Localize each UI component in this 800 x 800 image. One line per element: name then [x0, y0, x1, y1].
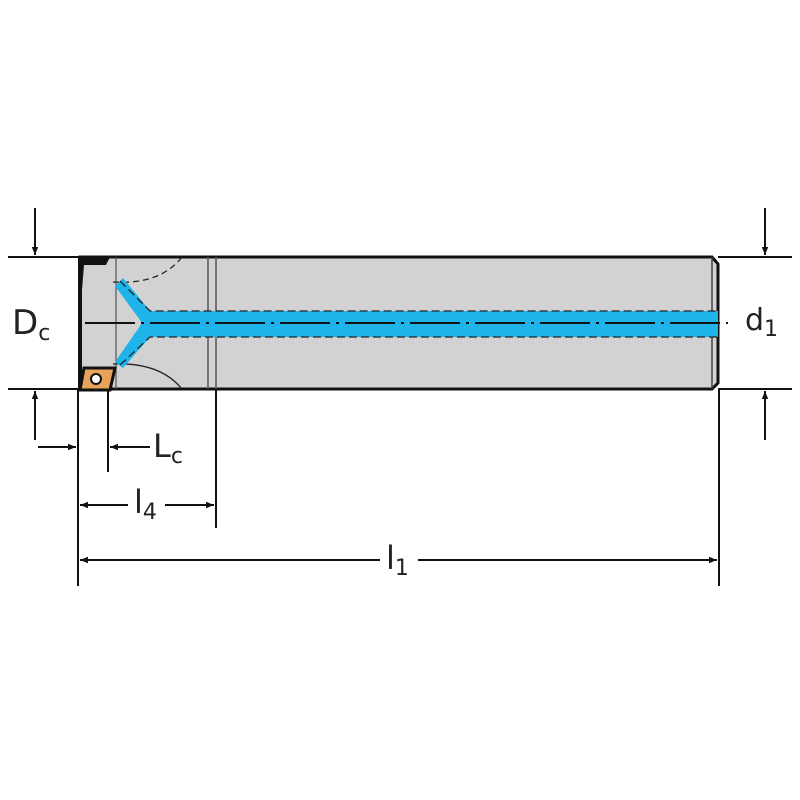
label-l1: l1 — [386, 542, 409, 580]
label-l1-sub: 1 — [394, 556, 409, 581]
extension-lines — [8, 256, 792, 586]
label-l4-main: l — [134, 483, 143, 521]
label-d1: d1 — [745, 306, 778, 341]
label-d1-sub: 1 — [764, 317, 779, 342]
cutting-insert — [78, 366, 117, 392]
label-lc-main: L — [153, 427, 171, 465]
dimension-arrows — [31, 208, 769, 564]
label-lc-sub: c — [170, 444, 183, 469]
label-l4-sub: 4 — [142, 500, 157, 525]
label-lc: Lc — [153, 430, 183, 468]
label-dc-sub: c — [38, 321, 51, 346]
label-dc: Dc — [12, 306, 50, 345]
label-l1-main: l — [386, 539, 395, 577]
label-d1-main: d — [745, 303, 765, 338]
label-l4: l4 — [134, 486, 157, 524]
label-dc-main: D — [12, 303, 39, 343]
